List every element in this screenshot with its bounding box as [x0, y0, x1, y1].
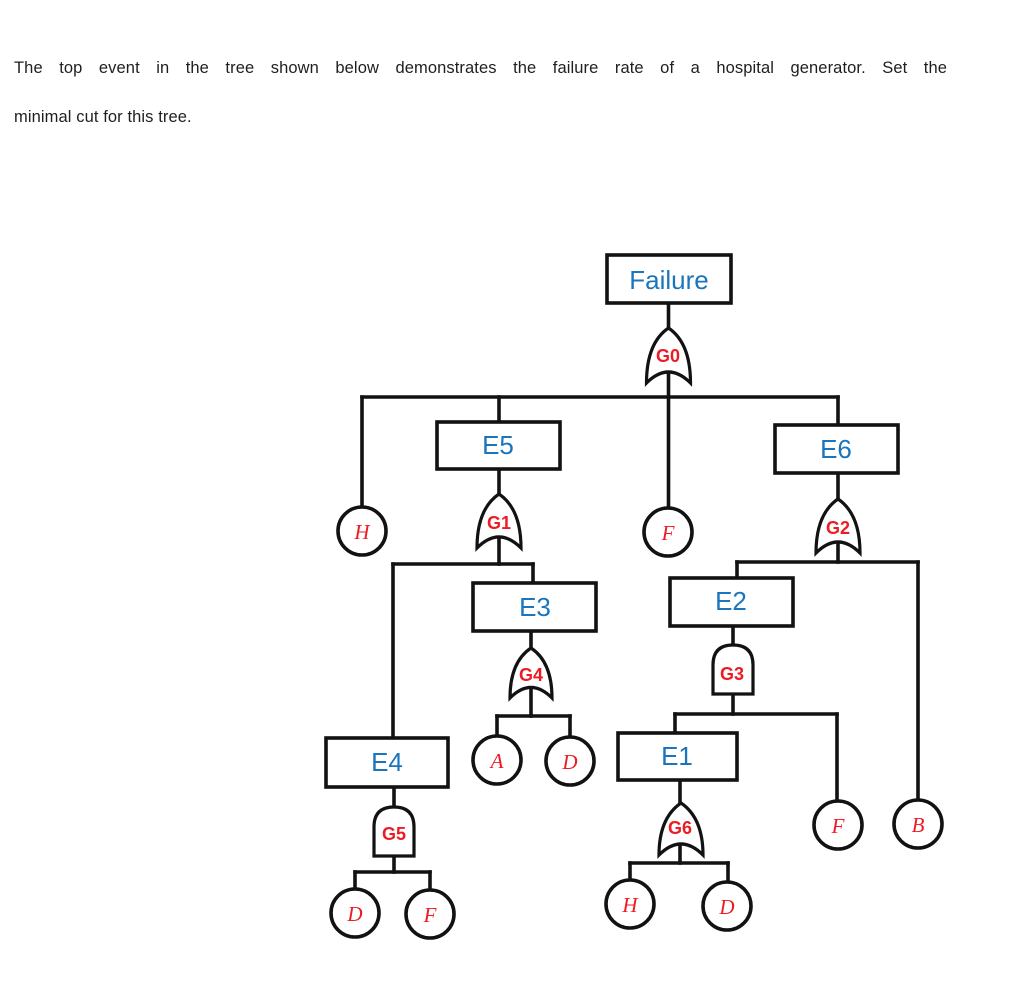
basic-event-g5-d	[329, 887, 381, 939]
basic-event-label-g4-a: A	[489, 749, 504, 773]
basic-event-label-g3-f: F	[831, 814, 845, 838]
event-label-e2: E2	[715, 586, 747, 616]
or-gate-g6-icon	[657, 801, 705, 859]
and-gate-g3-icon	[711, 643, 755, 696]
basic-event-g4-a	[471, 734, 523, 786]
event-box-e2	[668, 576, 795, 628]
basic-event-g6-h	[604, 878, 656, 930]
event-label-e3: E3	[519, 592, 551, 622]
basic-event-label-g5-d: D	[346, 902, 362, 926]
or-gate-g0-icon	[644, 326, 693, 387]
event-label-e4: E4	[371, 747, 403, 777]
and-gate-g5-icon	[372, 805, 416, 858]
basic-event-label-g0-h: H	[353, 520, 371, 544]
basic-event-g0-h	[336, 505, 388, 557]
event-box-e3	[471, 581, 598, 633]
event-label-e1: E1	[661, 741, 693, 771]
event-label-e6: E6	[820, 434, 852, 464]
event-boxes: Failure E5 E6 E3 E2 E4 E1	[324, 253, 900, 789]
event-box-e1	[616, 731, 739, 782]
basic-event-g2-b	[892, 798, 944, 850]
event-box-e5	[435, 420, 562, 471]
problem-text-line2: minimal cut for this tree.	[14, 108, 192, 126]
gate-label-g0: G0	[656, 346, 680, 366]
gate-label-g1: G1	[487, 513, 511, 533]
event-box-e6	[773, 423, 900, 475]
gate-label-g2: G2	[826, 518, 850, 538]
top-event-label: Failure	[629, 265, 708, 295]
connector-wires	[353, 301, 920, 893]
basic-event-label-g5-f: F	[423, 903, 437, 927]
gate-label-g6: G6	[668, 818, 692, 838]
basic-event-g5-f	[404, 888, 456, 940]
basic-event-label-g4-d: D	[561, 750, 577, 774]
or-gate-g2-icon	[814, 497, 862, 557]
or-gate-g4-icon	[508, 646, 554, 702]
basic-event-label-g0-f: F	[661, 521, 675, 545]
problem-text-line1: The top event in the tree shown below de…	[14, 59, 947, 77]
basic-event-label-g6-h: H	[621, 893, 639, 917]
event-label-e5: E5	[482, 430, 514, 460]
gate-label-g4: G4	[519, 665, 543, 685]
basic-event-g0-f	[642, 506, 694, 558]
basic-event-label-g6-d: D	[718, 895, 734, 919]
basic-event-g6-d	[701, 880, 753, 932]
event-box-e4	[324, 736, 450, 789]
gate-label-g3: G3	[720, 664, 744, 684]
basic-event-label-g2-b: B	[912, 813, 925, 837]
gates: G0 G1 G2 G3 G4 G5 G6	[372, 326, 862, 859]
top-event-box	[605, 253, 733, 305]
gate-label-g5: G5	[382, 824, 406, 844]
basic-event-g3-f	[812, 799, 864, 851]
basic-event-g4-d	[544, 735, 596, 787]
basic-events: H F A D D F H D F B	[329, 505, 944, 940]
or-gate-g1-icon	[475, 492, 523, 552]
